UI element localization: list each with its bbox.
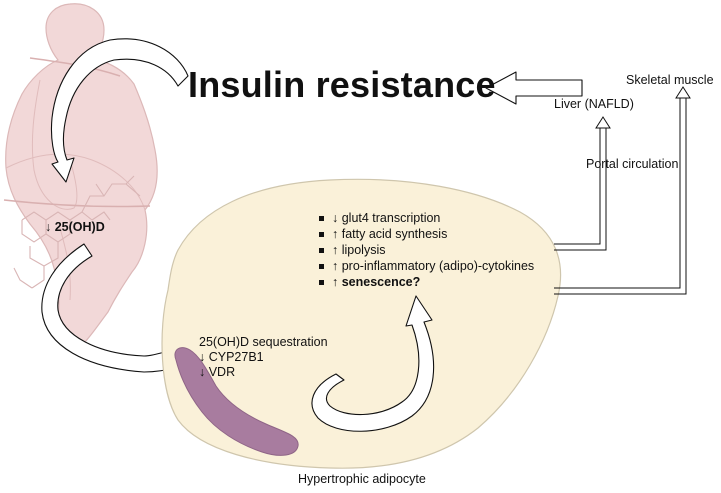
arrow-sequestration-to-effects: [311, 295, 435, 432]
skeletal-muscle-label: Skeletal muscle: [626, 73, 714, 87]
portal-circulation-label: Portal circulation: [586, 157, 679, 171]
effect-item-senescence: ↑ senescence?: [318, 274, 534, 290]
sequestration-item: ↓ VDR: [199, 365, 236, 379]
adipocyte-cell: [161, 178, 562, 469]
arrowhead-liver-icon: [595, 116, 611, 129]
effect-item: ↑ lipolysis: [318, 242, 534, 258]
diagram-title: Insulin resistance: [188, 64, 496, 105]
arrow-title-to-body: [50, 38, 189, 183]
effect-item: ↑ pro-inflammatory (adipo)-cytokines: [318, 258, 534, 274]
sequestration-item: ↓ CYP27B1: [199, 350, 264, 364]
effect-item: ↑ fatty acid synthesis: [318, 226, 534, 242]
arrow-liver-to-insulin-resistance: [485, 71, 583, 105]
sequestration-list: 25(OH)D sequestration ↓ CYP27B1 ↓ VDR: [199, 335, 328, 380]
adipocyte-effects-list: ↓ glut4 transcription ↑ fatty acid synth…: [318, 210, 534, 290]
adipocyte-label: Hypertrophic adipocyte: [298, 472, 426, 486]
vitamin-d-structure-icon: [13, 175, 141, 289]
sequestration-item: 25(OH)D sequestration: [199, 335, 328, 349]
lipid-droplet: [174, 347, 299, 456]
liver-label: Liver (NAFLD): [554, 97, 634, 111]
arrowhead-muscle-icon: [675, 86, 691, 99]
portal-conduits: [554, 98, 687, 295]
effect-item: ↓ glut4 transcription: [318, 210, 534, 226]
serum-vitamin-d-label: ↓ 25(OH)D: [45, 220, 105, 234]
